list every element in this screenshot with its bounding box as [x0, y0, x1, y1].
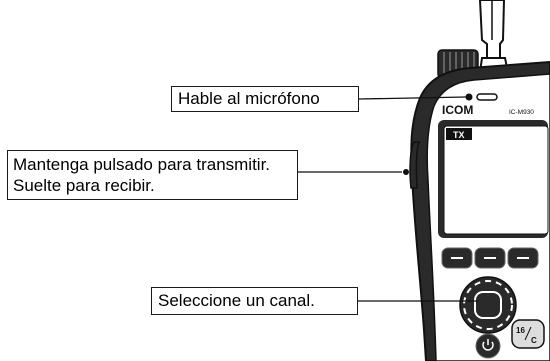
ch16-key-letter: C — [531, 336, 537, 345]
microphone-port — [465, 93, 498, 101]
callout-channel: Seleccione un canal. — [151, 287, 358, 315]
callout-ptt-line2: Suelte para recibir. — [13, 176, 155, 195]
callout-ptt: Mantenga pulsado para transmitir. Suelte… — [7, 150, 298, 200]
vol-key-label: VOL — [440, 325, 455, 332]
clr-key-label: CLR — [530, 281, 544, 288]
menu-key-label: MENU — [438, 287, 459, 294]
callout-microphone-text: Hable al micrófono — [178, 89, 320, 108]
leader-lines — [298, 96, 478, 302]
ch16-key-number: 16 — [516, 326, 525, 335]
soft-keys — [441, 247, 539, 269]
ch16-key: 16 C — [511, 319, 545, 349]
channel-selector-dial — [459, 276, 517, 334]
power-key — [475, 333, 501, 359]
callout-ptt-line1: Mantenga pulsado para transmitir. — [13, 155, 271, 174]
sql-key-label: SQL — [455, 335, 470, 342]
antenna — [478, 0, 510, 73]
callout-microphone: Hable al micrófono — [171, 86, 359, 112]
tx-indicator: TX — [453, 130, 465, 140]
callout-channel-text: Seleccione un canal. — [158, 291, 315, 310]
display: TX — [438, 120, 549, 238]
model-label: IC-M930 — [509, 109, 534, 116]
brand-logo: ICOM — [442, 103, 473, 117]
